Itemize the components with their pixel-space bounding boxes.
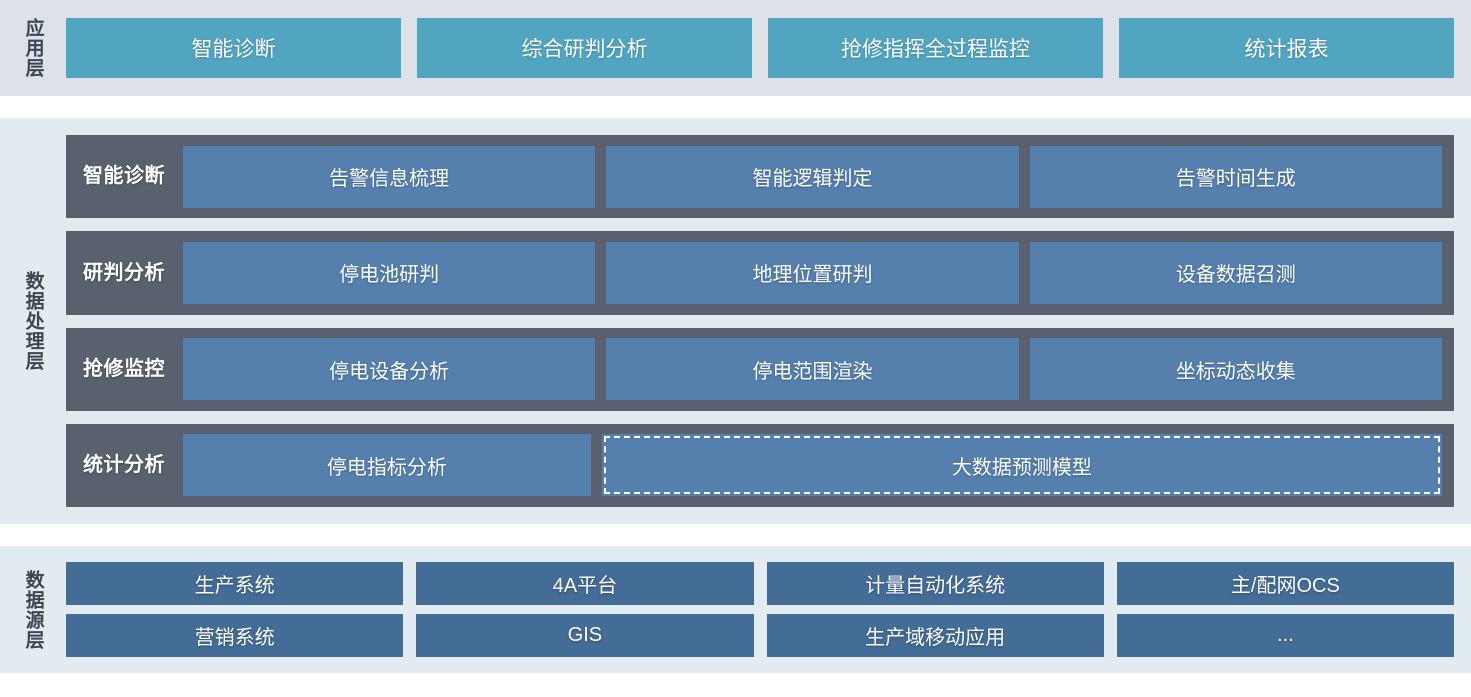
source-box-marketing-system[interactable]: 营销系统 xyxy=(66,614,404,657)
source-box-main-distribution-ocs[interactable]: 主/配网OCS xyxy=(1116,562,1454,605)
application-layer-label: 应用层 xyxy=(22,18,44,78)
process-box-outage-device-analysis[interactable]: 停电设备分析 xyxy=(183,338,596,401)
process-box-outage-range-rendering[interactable]: 停电范围渲染 xyxy=(606,338,1019,401)
data-source-layer-rows: 生产系统 4A平台 计量自动化系统 主/配网OCS 营销系统 GIS 生产域移动… xyxy=(66,546,1471,673)
process-box-bigdata-prediction-model[interactable]: 大数据预测模型 xyxy=(601,434,1442,497)
process-row-repair-monitoring: 抢修监控 停电设备分析 停电范围渲染 坐标动态收集 xyxy=(66,327,1454,411)
process-box-outage-index-analysis[interactable]: 停电指标分析 xyxy=(183,434,591,497)
process-box-coordinate-dynamic-collection[interactable]: 坐标动态收集 xyxy=(1029,338,1442,401)
process-row-statistical-analysis: 统计分析 停电指标分析 大数据预测模型 xyxy=(66,423,1454,507)
source-box-metering-automation-system[interactable]: 计量自动化系统 xyxy=(766,562,1104,605)
process-row-label: 研判分析 xyxy=(83,261,165,284)
data-process-layer-rows: 智能诊断 告警信息梳理 智能逻辑判定 告警时间生成 研判分析 停电池研判 地理位… xyxy=(66,118,1471,524)
process-row-cells: 告警信息梳理 智能逻辑判定 告警时间生成 xyxy=(183,145,1442,208)
process-row-label: 抢修监控 xyxy=(83,357,165,380)
data-source-layer-label: 数据源层 xyxy=(22,569,44,650)
process-box-device-data-polling[interactable]: 设备数据召测 xyxy=(1029,241,1442,304)
process-row-label: 智能诊断 xyxy=(83,165,165,188)
app-box-comprehensive-analysis[interactable]: 综合研判分析 xyxy=(417,18,752,78)
source-box-production-mobile-app[interactable]: 生产域移动应用 xyxy=(766,614,1104,657)
process-row-judgement-analysis: 研判分析 停电池研判 地理位置研判 设备数据召测 xyxy=(66,231,1454,315)
source-box-gis[interactable]: GIS xyxy=(416,614,754,657)
source-box-production-system[interactable]: 生产系统 xyxy=(66,562,404,605)
process-box-alarm-time-generation[interactable]: 告警时间生成 xyxy=(1029,145,1442,208)
application-layer: 应用层 智能诊断 综合研判分析 抢修指挥全过程监控 统计报表 xyxy=(0,0,1471,96)
application-layer-boxes: 智能诊断 综合研判分析 抢修指挥全过程监控 统计报表 xyxy=(66,0,1471,96)
process-box-alarm-info-sorting[interactable]: 告警信息梳理 xyxy=(183,145,596,208)
data-source-layer: 数据源层 生产系统 4A平台 计量自动化系统 主/配网OCS 营销系统 GIS … xyxy=(0,546,1471,673)
data-process-layer: 数据处理层 智能诊断 告警信息梳理 智能逻辑判定 告警时间生成 研判分析 停电池… xyxy=(0,118,1471,524)
process-box-geographic-location-judgement[interactable]: 地理位置研判 xyxy=(606,241,1019,304)
app-box-intelligent-diagnosis[interactable]: 智能诊断 xyxy=(66,18,401,78)
process-box-intelligent-logic-decision[interactable]: 智能逻辑判定 xyxy=(606,145,1019,208)
process-box-outage-pool-judgement[interactable]: 停电池研判 xyxy=(183,241,596,304)
source-box-more[interactable]: ... xyxy=(1116,614,1454,657)
process-row-cells: 停电设备分析 停电范围渲染 坐标动态收集 xyxy=(183,338,1442,401)
process-row-cells: 停电池研判 地理位置研判 设备数据召测 xyxy=(183,241,1442,304)
app-box-statistical-report[interactable]: 统计报表 xyxy=(1119,18,1454,78)
layer-divider-top xyxy=(0,96,1471,118)
source-row-second: 营销系统 GIS 生产域移动应用 ... xyxy=(66,614,1454,657)
source-row-first: 生产系统 4A平台 计量自动化系统 主/配网OCS xyxy=(66,562,1454,605)
data-process-layer-label: 数据处理层 xyxy=(22,271,44,371)
app-box-repair-monitoring[interactable]: 抢修指挥全过程监控 xyxy=(768,18,1103,78)
layer-divider-bottom xyxy=(0,524,1471,546)
process-row-cells: 停电指标分析 大数据预测模型 xyxy=(183,434,1442,497)
process-row-label: 统计分析 xyxy=(83,454,165,477)
process-row-intelligent-diagnosis: 智能诊断 告警信息梳理 智能逻辑判定 告警时间生成 xyxy=(66,135,1454,219)
source-box-4a-platform[interactable]: 4A平台 xyxy=(416,562,754,605)
